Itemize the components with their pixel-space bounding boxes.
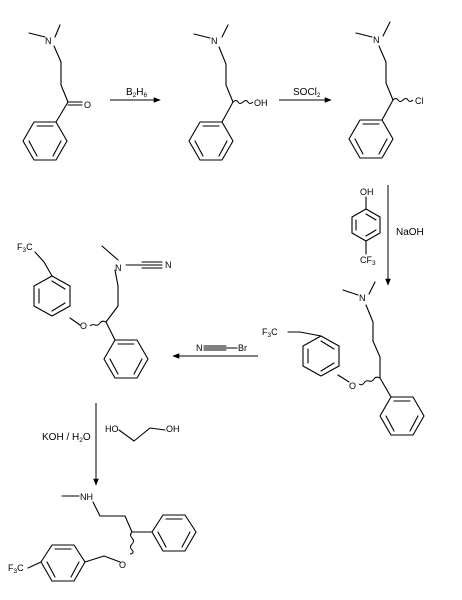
cyanamide-oxygen: O (80, 321, 87, 331)
amine-ether-oxygen: O (349, 381, 356, 391)
step1-reagent: B2H6 (126, 87, 148, 99)
chloride-chlorine: Cl (415, 96, 424, 106)
alcohol-nitrogen: N (211, 36, 218, 46)
ethylene-glycol-reagent: HO OH (105, 424, 180, 442)
chloride-molecule: N Cl (348, 21, 424, 159)
amine-ether-nitrogen: N (359, 293, 366, 303)
fluoxetine-amine: NH (80, 492, 93, 502)
fluoxetine-oxygen: O (119, 560, 126, 570)
glycol-hydroxyl-right: OH (166, 424, 180, 434)
cyanogen-bromide-bromine: Br (238, 343, 247, 353)
chloride-nitrogen: N (373, 35, 380, 45)
cyanogen-bromide-nitrogen: N (196, 343, 203, 353)
amine-ether-trifluoromethyl: F3C (262, 327, 278, 339)
cyanamide-molecule: N N O F3C (17, 242, 172, 379)
ketone-oxygen: O (84, 100, 91, 110)
step5-base: KOH / H2O (42, 432, 91, 444)
step3-phenol-reagent: OH CF3 (351, 187, 381, 267)
step3-base: NaOH (396, 227, 424, 238)
phenol-hydroxyl: OH (360, 187, 374, 197)
fluoxetine-trifluoromethyl: F3C (8, 563, 24, 575)
ketone-molecule: N O (22, 24, 91, 161)
cyanamide-nitrile-nitrogen: N (165, 260, 172, 270)
alcohol-molecule: N OH (188, 24, 268, 161)
phenol-trifluoromethyl: CF3 (360, 255, 376, 267)
cyanamide-nitrogen: N (115, 263, 122, 273)
alcohol-hydroxyl: OH (254, 98, 268, 108)
step2-reagent: SOCl2 (293, 87, 321, 99)
glycol-hydroxyl-left: HO (105, 424, 119, 434)
amine-ether-molecule: N O F3C (262, 281, 425, 436)
ketone-nitrogen: N (45, 36, 52, 46)
cyanamide-trifluoromethyl: F3C (17, 242, 33, 254)
fluoxetine-molecule: NH O F3C (8, 492, 197, 582)
step4-cyanogen-bromide-reagent: N Br (196, 343, 247, 353)
